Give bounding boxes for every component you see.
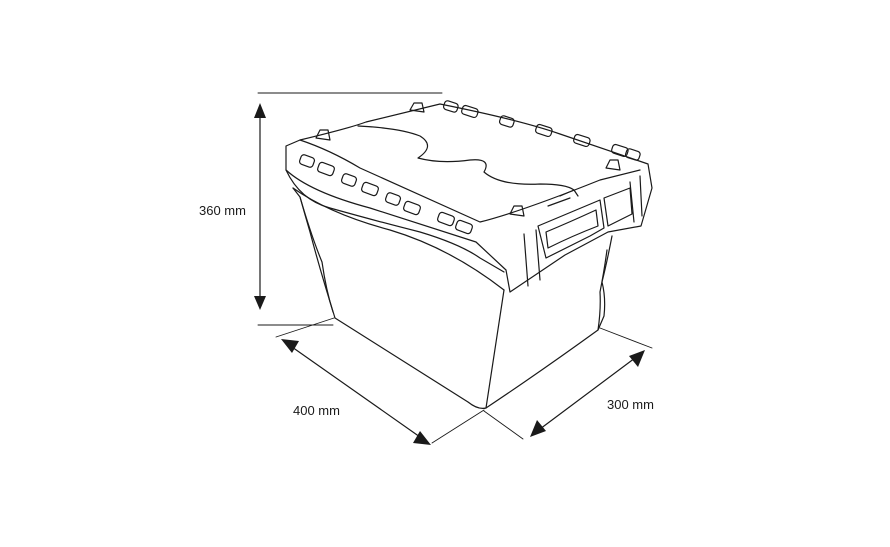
crate-lid [285, 100, 653, 293]
crate-rim [285, 169, 505, 273]
handle-post [523, 175, 643, 287]
hinge-knuckle [455, 219, 473, 235]
lid-corner-lug [509, 205, 525, 217]
hinge-knuckle [298, 154, 316, 168]
lid-top-face [299, 139, 641, 223]
hinge-knuckle [442, 100, 459, 113]
length-extension-left [275, 317, 335, 338]
handle-recess-right [603, 187, 633, 227]
crate-body [285, 169, 613, 409]
width-extension-left [483, 410, 524, 440]
width-extension-right [599, 327, 653, 349]
hinge-knuckle [403, 200, 421, 216]
handle-frame [537, 199, 605, 259]
height-dimension [254, 92, 443, 326]
lid-corner-lug [409, 102, 425, 113]
lid-center-seam [357, 125, 579, 197]
length-extension-right [431, 409, 485, 444]
handle-grip [545, 209, 599, 249]
length-label: 400 mm [293, 403, 340, 418]
lid-seam-step [547, 189, 575, 207]
hinge-knuckle [498, 115, 515, 128]
hinge-knuckle [535, 123, 553, 138]
hinge-knuckle [573, 133, 591, 148]
hinge-knuckle [317, 161, 335, 177]
crate-front-panel [292, 187, 505, 409]
crate-handle [523, 175, 643, 287]
crate-side-panel-rib [597, 249, 608, 331]
width-label: 300 mm [607, 397, 654, 412]
lid-corner-lug [605, 159, 621, 171]
hinge-knuckle [384, 192, 402, 206]
hinge-knuckle [611, 143, 629, 158]
lid-rear-hinges [442, 100, 641, 161]
length-arrow-right [413, 431, 431, 445]
width-arrow-left [530, 420, 546, 437]
height-arrow-up [254, 103, 266, 118]
crate-rim-lower [292, 187, 505, 291]
crate-side-panel [485, 235, 613, 409]
height-label: 360 mm [199, 203, 246, 218]
lid-outline [285, 103, 653, 293]
hinge-knuckle [461, 104, 479, 119]
width-dimension [483, 327, 653, 440]
crate-front-panel-rib [299, 196, 334, 313]
length-arrow-left [281, 339, 299, 353]
width-arrow-right [629, 350, 645, 367]
lid-front-hinges [298, 154, 473, 235]
height-arrow-down [254, 296, 266, 310]
width-dimension-line [539, 357, 636, 430]
hinge-knuckle [361, 181, 379, 197]
hinge-knuckle [340, 173, 358, 187]
lid-corner-lug [315, 129, 331, 141]
length-dimension [275, 317, 485, 445]
hinge-knuckle [437, 211, 455, 227]
length-dimension-line [291, 346, 421, 438]
hinge-knuckle [624, 148, 641, 161]
